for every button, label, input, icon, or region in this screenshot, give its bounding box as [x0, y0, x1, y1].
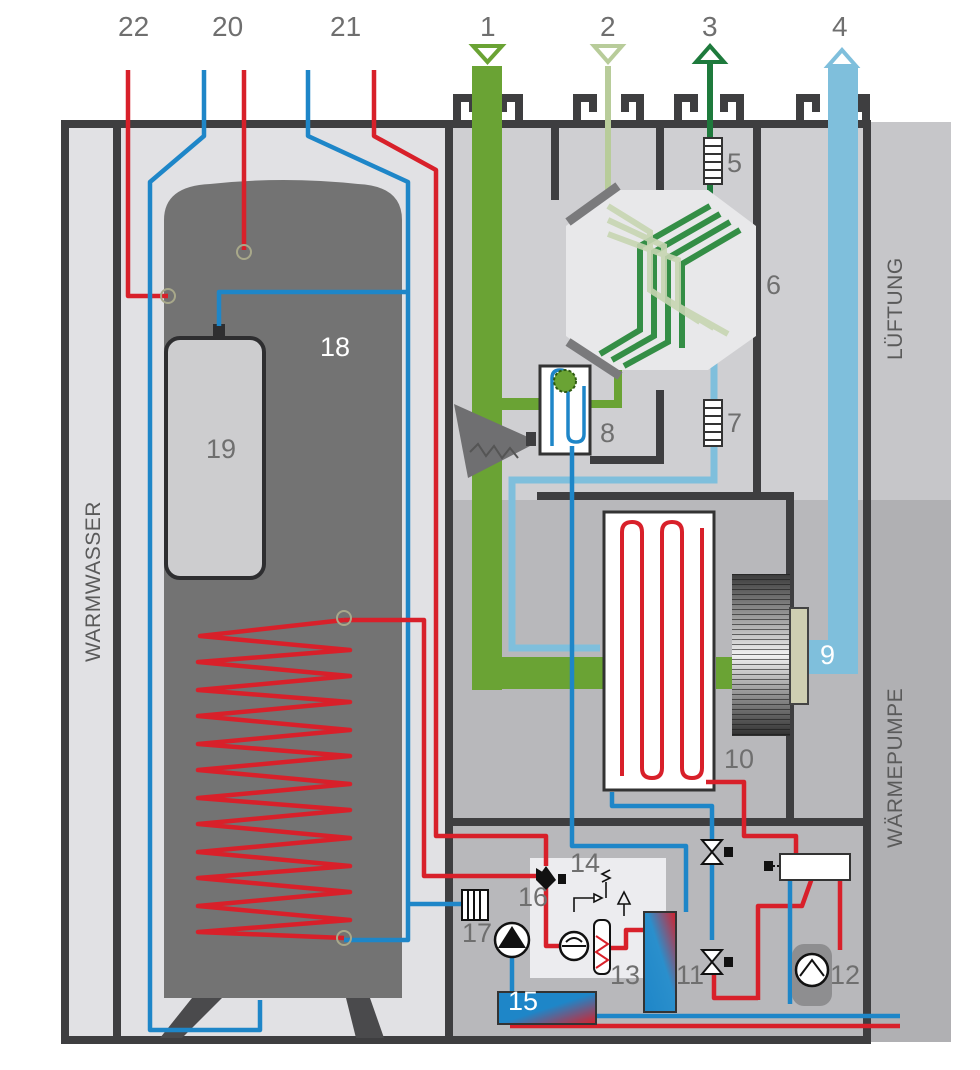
label-component-5: 5: [727, 148, 742, 178]
connection-arrows: [468, 42, 861, 68]
plate-exchanger-11: [643, 911, 677, 1013]
pipe-20-cold: [147, 70, 263, 1033]
wall-duct-3: [674, 94, 698, 124]
label-component-18: 18: [320, 332, 350, 362]
section-labels: WARMWASSER LÜFTUNG WÄRMEPUMPE: [82, 257, 907, 848]
air-ducts: [472, 60, 858, 690]
label-component-7: 7: [727, 408, 742, 438]
extract-air-duct-vertical: [828, 66, 858, 674]
expansion-valve-lower: [699, 949, 733, 975]
circulation-pump: [493, 921, 531, 959]
label-connection-4: 4: [832, 11, 848, 42]
outdoor-air-duct-vertical: [472, 66, 502, 690]
lueftung-side-strip: [866, 122, 951, 500]
evaporator-10: [602, 510, 716, 792]
extract-air-duct-bottom: [808, 640, 858, 674]
hydraulic-components: [461, 839, 851, 1025]
vessel-connector: [213, 324, 225, 338]
outdoor-air-duct-right: [716, 657, 736, 689]
arrow-supply-air-icon: [589, 44, 627, 66]
outdoor-air-duct-bottom: [472, 657, 608, 689]
pipe-coil-supply: [344, 617, 538, 879]
arrow-extract-air-icon: [823, 46, 861, 68]
section-label-lueftung: LÜFTUNG: [884, 257, 907, 360]
label-component-10: 10: [724, 744, 754, 774]
wall-duct-1b: [499, 94, 523, 124]
label-component-8: 8: [600, 418, 615, 448]
label-connection-22: 22: [118, 11, 149, 42]
wall-box-8: [590, 390, 664, 464]
tank-leg-right: [346, 998, 384, 1038]
pipe-evap-out: [609, 792, 715, 840]
label-connection-1: 1: [480, 11, 496, 42]
tank-ports: [160, 244, 352, 946]
label-component-17: 17: [462, 918, 492, 948]
label-connection-21: 21: [330, 11, 361, 42]
bypass-flap: [454, 404, 536, 478]
wall-duct-3b: [720, 94, 744, 124]
compressor-12: [792, 944, 832, 1006]
air-sensor-7: [703, 399, 723, 447]
pipe-13-to-11: [610, 927, 646, 951]
heat-exchanger: [565, 182, 756, 380]
label-connection-2: 2: [600, 11, 616, 42]
pipe-return-hot: [371, 70, 549, 866]
section-label-warmwasser: WARMWASSER: [82, 501, 105, 662]
water-filter-17: [461, 889, 489, 921]
electric-heater-13: [593, 919, 611, 975]
outer-housing: [61, 120, 871, 1044]
label-component-12: 12: [830, 960, 860, 990]
exchanger-seal-top: [565, 182, 621, 226]
safety-valve-14: [573, 869, 632, 916]
pipe-16-to-13: [543, 882, 560, 949]
label-connection-20: 20: [212, 11, 243, 42]
pipe-evap-return: [706, 779, 799, 856]
pipe-preheater-down: [569, 446, 689, 912]
pipe-vessel: [216, 289, 408, 326]
flow-meter-icon: [558, 930, 590, 962]
arrow-outdoor-air-icon: [468, 44, 507, 65]
label-component-15: 15: [508, 986, 538, 1016]
wall-duct-4: [796, 94, 820, 124]
label-component-14: 14: [570, 848, 600, 878]
label-component-11: 11: [676, 960, 704, 990]
label-component-16: 16: [518, 882, 548, 912]
label-component-13: 13: [610, 960, 640, 990]
air-sensor-5: [703, 137, 723, 185]
label-component-9: 9: [820, 640, 835, 670]
pipe-21: [305, 70, 411, 943]
tank-heating-coil: [195, 617, 353, 941]
hot-water-tank: [160, 180, 402, 1038]
label-component-19: 19: [206, 434, 236, 464]
pipe-11-out: [711, 972, 758, 1001]
section-label-waermepumpe: WÄRMEPUMPE: [884, 688, 907, 848]
three-way-valve-16: [536, 866, 566, 890]
plate-exchanger-15: [497, 991, 597, 1025]
preheater-8: [538, 364, 592, 456]
pipe-22: [125, 70, 168, 299]
arrow-exhaust-air-icon: [691, 42, 729, 64]
wall-duct-2b: [621, 94, 644, 124]
expansion-valve-upper: [699, 839, 733, 865]
exchanger-pale-channels: [606, 203, 730, 337]
tank-body: [164, 180, 402, 998]
fan-9: [732, 574, 809, 736]
water-pipes: [125, 70, 900, 1033]
label-connection-3: 3: [702, 11, 718, 42]
component-labels: 5 6 7 8 9 10 11 12 13 14 15 16 17 18 19: [206, 148, 860, 1016]
wall-duct-4b: [856, 94, 870, 124]
label-component-6: 6: [766, 270, 781, 300]
wall-duct-2: [573, 94, 597, 124]
waermepumpe-side-strip: [866, 500, 951, 1042]
connection-labels: 22 20 21 1 2 3 4: [118, 11, 848, 42]
exchanger-seal-bottom: [565, 338, 623, 380]
reversing-valve: [764, 853, 851, 881]
